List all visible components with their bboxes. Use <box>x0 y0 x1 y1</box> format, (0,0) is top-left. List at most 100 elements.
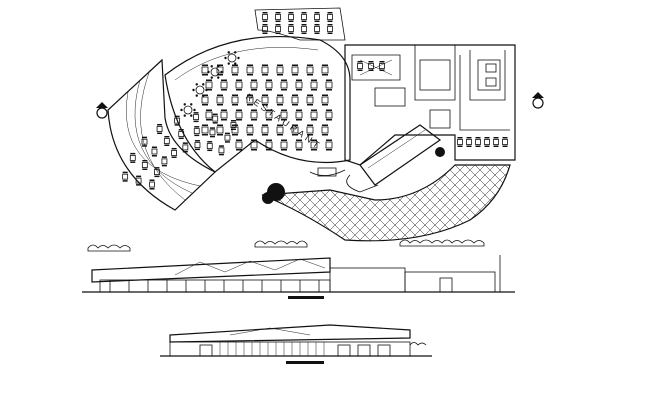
dining-table <box>306 94 314 106</box>
dining-table <box>261 94 269 106</box>
dining-table <box>493 137 499 147</box>
dining-table <box>457 137 463 147</box>
dining-table <box>235 109 243 121</box>
dining-table <box>151 146 158 157</box>
dining-table <box>261 124 269 136</box>
dining-table <box>265 109 273 121</box>
dining-table <box>250 79 258 91</box>
bar-counter <box>309 124 442 193</box>
dining-table <box>295 139 303 151</box>
dining-table <box>135 175 142 186</box>
round-table <box>207 65 223 79</box>
dining-table <box>231 64 239 76</box>
dining-table <box>502 137 508 147</box>
scale-bar <box>288 296 324 299</box>
dining-table <box>475 137 481 147</box>
dining-table <box>156 124 163 135</box>
dining-table <box>206 141 213 152</box>
dining-table <box>280 79 288 91</box>
round-table <box>180 103 196 117</box>
dining-table <box>250 139 258 151</box>
dining-table <box>182 142 189 153</box>
main-dining-hall: RESTAURANT <box>164 35 351 173</box>
dining-table <box>246 64 254 76</box>
dining-table <box>368 61 374 71</box>
dining-table <box>122 171 129 182</box>
front-columns <box>109 280 320 292</box>
terrace-seat-grid <box>262 12 333 34</box>
elevation-side <box>160 324 432 364</box>
dining-table <box>291 124 299 136</box>
dining-table <box>209 127 216 138</box>
top-terrace <box>254 7 346 41</box>
dining-table <box>321 94 329 106</box>
elevation-front <box>82 239 515 299</box>
section-marker-right <box>532 92 544 109</box>
dining-table <box>201 64 209 76</box>
dining-table <box>310 79 318 91</box>
dining-table <box>288 12 294 22</box>
dining-table <box>280 139 288 151</box>
dining-table <box>276 94 284 106</box>
side-roof <box>169 324 411 343</box>
scale-bar <box>286 361 324 364</box>
dining-table <box>327 24 333 34</box>
dining-table <box>276 64 284 76</box>
dining-table <box>301 12 307 22</box>
dining-table <box>231 94 239 106</box>
dining-table <box>306 64 314 76</box>
dining-table <box>201 124 209 136</box>
dining-table <box>325 79 333 91</box>
elevation-front-trees <box>87 239 485 252</box>
dining-table <box>295 109 303 121</box>
dining-table <box>212 113 219 124</box>
dining-table <box>466 137 472 147</box>
round-table <box>192 83 208 97</box>
dining-table <box>357 61 363 71</box>
dining-table <box>314 24 320 34</box>
dining-table <box>220 109 228 121</box>
dining-table <box>262 12 268 22</box>
dining-table <box>154 167 160 178</box>
fan-seat-grid <box>122 112 237 190</box>
plan-label: RESTAURANT <box>244 91 324 151</box>
dining-table <box>224 132 231 143</box>
dining-table <box>193 126 200 137</box>
dining-table <box>291 94 299 106</box>
dining-table <box>275 12 281 22</box>
dining-table <box>265 139 273 151</box>
dining-table <box>220 79 228 91</box>
dining-table <box>379 61 385 71</box>
dining-table <box>301 24 307 34</box>
dining-table <box>216 124 224 136</box>
dining-table <box>171 147 177 158</box>
dining-table <box>321 124 329 136</box>
dining-table <box>201 94 209 106</box>
fan-dining-wing <box>107 58 237 211</box>
dining-table <box>280 109 288 121</box>
dining-table <box>216 64 224 76</box>
dining-table <box>235 139 243 151</box>
dining-table <box>306 124 314 136</box>
dining-table <box>276 124 284 136</box>
dining-table <box>310 109 318 121</box>
dining-table <box>321 64 329 76</box>
tree-symbol <box>262 147 445 204</box>
dining-table <box>295 79 303 91</box>
dining-table <box>235 79 243 91</box>
dining-table <box>325 139 333 151</box>
kitchen-table-grid <box>357 61 508 147</box>
dining-table <box>310 139 318 151</box>
dining-table <box>205 79 213 91</box>
section-marker-left <box>96 102 108 119</box>
dining-table <box>265 79 273 91</box>
dining-table <box>327 12 333 22</box>
dining-table <box>141 136 148 147</box>
dining-table <box>275 24 281 34</box>
dining-table <box>291 64 299 76</box>
dining-table <box>141 159 148 170</box>
dining-table <box>246 124 254 136</box>
dining-table <box>163 135 170 146</box>
dining-table <box>194 140 201 151</box>
